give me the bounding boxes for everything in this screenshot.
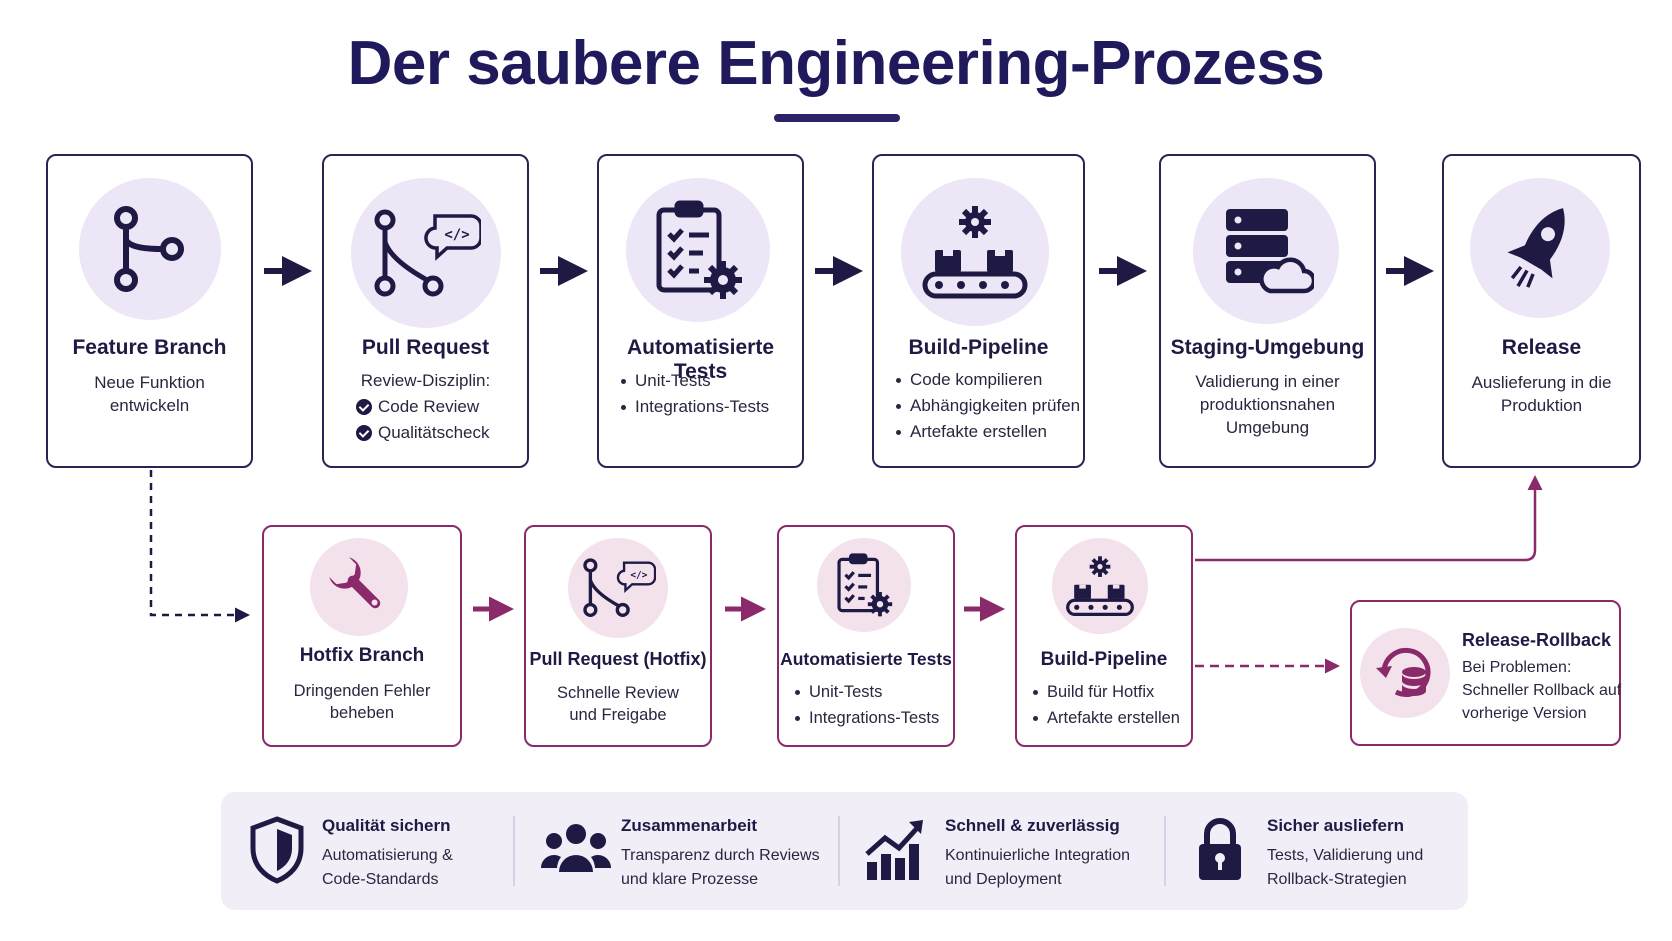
- bullet-item: Artefakte erstellen: [892, 422, 1080, 442]
- card-desc: Dringenden Fehler beheben: [293, 682, 431, 723]
- bullet-list: Unit-Tests Integrations-Tests: [617, 371, 769, 423]
- clipboard-gear-icon: [837, 553, 893, 617]
- features-bar: Qualität sichern Automatisierung & Code-…: [221, 792, 1468, 910]
- card-title: Hotfix Branch: [299, 645, 425, 666]
- svg-text:</>: </>: [444, 227, 469, 243]
- conveyor-gear-icon: [922, 206, 1028, 299]
- bullet-item: Unit-Tests: [617, 371, 769, 391]
- card-pull-request-hotfix: </> Pull Request (Hotfix) Schnelle Revie…: [524, 525, 712, 747]
- rollback-title: Release-Rollback: [1462, 630, 1612, 650]
- card-feature-branch: Feature Branch Neue Funktion entwickeln: [46, 154, 253, 468]
- bullet-item: Integrations-Tests: [617, 397, 769, 417]
- padlock-icon: [1199, 818, 1241, 880]
- bullet-item: Artefakte erstellen: [1029, 708, 1180, 728]
- feature-title: Sicher ausliefern: [1267, 816, 1405, 835]
- title-underline: [774, 114, 900, 122]
- feature-sicher-ausliefern: Sicher ausliefern Tests, Validierung und…: [1167, 792, 1467, 910]
- bullet-item: Integrations-Tests: [791, 708, 939, 728]
- bullet-list: Unit-Tests Integrations-Tests: [791, 682, 939, 734]
- bullet-item: Abhängigkeiten prüfen: [892, 396, 1080, 416]
- feature-desc: Transparenz durch Reviews und klare Proz…: [621, 847, 820, 888]
- icon-circle: [310, 538, 408, 636]
- feature-title: Zusammenarbeit: [621, 816, 758, 835]
- card-desc: Auslieferung in die Produktion: [1471, 373, 1612, 415]
- card-title: Automatisierte Tests: [780, 649, 952, 669]
- icon-circle: [1052, 538, 1148, 634]
- card-release: Release Auslieferung in die Produktion: [1442, 154, 1641, 468]
- git-branch-icon: [114, 206, 184, 292]
- feature-title: Qualität sichern: [322, 816, 451, 835]
- check-label: Code Review: [378, 397, 480, 416]
- bullet-item: Code kompilieren: [892, 370, 1080, 390]
- card-title: Release: [1501, 336, 1582, 359]
- clipboard-gear-icon: [656, 200, 742, 299]
- feature-divider: [1164, 816, 1166, 886]
- check-item: Code Review: [356, 397, 490, 417]
- icon-circle: [79, 178, 221, 320]
- icon-circle: [817, 538, 911, 632]
- wrench-icon: [329, 557, 381, 609]
- check-circle-icon: [356, 399, 372, 415]
- card-pull-request: </> Pull Request Review-Disziplin: Code …: [322, 154, 529, 468]
- bullet-list: Build für Hotfix Artefakte erstellen: [1029, 682, 1180, 734]
- server-cloud-icon: [1226, 209, 1314, 294]
- icon-circle: [1193, 178, 1339, 324]
- icon-circle: </>: [351, 178, 501, 328]
- feature-desc: Kontinuierliche Integration und Deployme…: [945, 847, 1131, 888]
- pull-request-icon: </>: [374, 209, 481, 296]
- card-desc: Neue Funktion entwickeln: [94, 373, 205, 415]
- arrow-feature-to-hotfix: [149, 470, 250, 623]
- check-list: Code Review Qualitätscheck: [356, 397, 490, 449]
- card-title: Pull Request (Hotfix): [529, 649, 707, 669]
- card-title: Staging-Umgebung: [1170, 336, 1365, 359]
- card-desc: Review-Disziplin:: [360, 371, 491, 390]
- card-release-rollback: Release-Rollback Bei Problemen: Schnelle…: [1350, 600, 1621, 746]
- card-title: Automatisierte Tests: [626, 336, 775, 383]
- card-title: Pull Request: [361, 336, 490, 359]
- bullet-item: Unit-Tests: [791, 682, 939, 702]
- check-circle-icon: [356, 425, 372, 441]
- check-label: Qualitätscheck: [378, 423, 490, 442]
- card-title: Build-Pipeline: [1040, 649, 1168, 670]
- feature-divider: [838, 816, 840, 886]
- database-undo-icon: [1376, 647, 1431, 697]
- bullet-list: Code kompilieren Abhängigkeiten prüfen A…: [892, 370, 1080, 448]
- team-icon: [541, 824, 611, 872]
- card-desc: Schnelle Review und Freigabe: [557, 684, 679, 725]
- icon-circle: [626, 178, 770, 322]
- icon-circle: [901, 178, 1049, 326]
- bullet-item: Build für Hotfix: [1029, 682, 1180, 702]
- card-automatisierte-tests: Automatisierte Tests Unit-Tests Integrat…: [597, 154, 804, 468]
- card-staging-umgebung: Staging-Umgebung Validierung in einer pr…: [1159, 154, 1376, 468]
- growth-chart-icon: [865, 820, 923, 880]
- card-build-pipeline-hotfix: Build-Pipeline Build für Hotfix Artefakt…: [1015, 525, 1193, 747]
- card-title: Build-Pipeline: [908, 336, 1049, 359]
- feature-zusammenarbeit: Zusammenarbeit Transparenz durch Reviews…: [517, 792, 837, 910]
- feature-schnell-zuverlaessig: Schnell & zuverlässig Kontinuierliche In…: [841, 792, 1161, 910]
- card-hotfix-branch: Hotfix Branch Dringenden Fehler beheben: [262, 525, 462, 747]
- rocket-icon: [1507, 208, 1565, 288]
- card-automatisierte-tests-hotfix: Automatisierte Tests Unit-Tests Integrat…: [777, 525, 955, 747]
- icon-circle: </>: [568, 538, 668, 638]
- shield-icon: [250, 816, 304, 884]
- card-build-pipeline: Build-Pipeline Code kompilieren Abhängig…: [872, 154, 1085, 468]
- page-title: Der saubere Engineering-Prozess: [347, 29, 1325, 98]
- svg-text:</>: </>: [630, 570, 647, 581]
- conveyor-gear-icon: [1066, 556, 1134, 617]
- check-item: Qualitätscheck: [356, 423, 490, 443]
- icon-circle: [1360, 628, 1450, 718]
- pull-request-icon: </>: [583, 558, 656, 617]
- feature-title: Schnell & zuverlässig: [945, 816, 1120, 835]
- feature-desc: Tests, Validierung und Rollback-Strategi…: [1267, 847, 1424, 888]
- feature-qualitaet: Qualität sichern Automatisierung & Code-…: [221, 792, 511, 910]
- card-desc: Validierung in einer produktionsnahen Um…: [1195, 372, 1340, 437]
- feature-desc: Automatisierung & Code-Standards: [322, 847, 453, 888]
- arrow-hotfix-to-release: [1195, 475, 1543, 562]
- card-title: Feature Branch: [72, 336, 227, 359]
- feature-divider: [513, 816, 515, 886]
- icon-circle: [1470, 178, 1610, 318]
- rollback-desc: Bei Problemen: Schneller Rollback auf vo…: [1462, 659, 1622, 722]
